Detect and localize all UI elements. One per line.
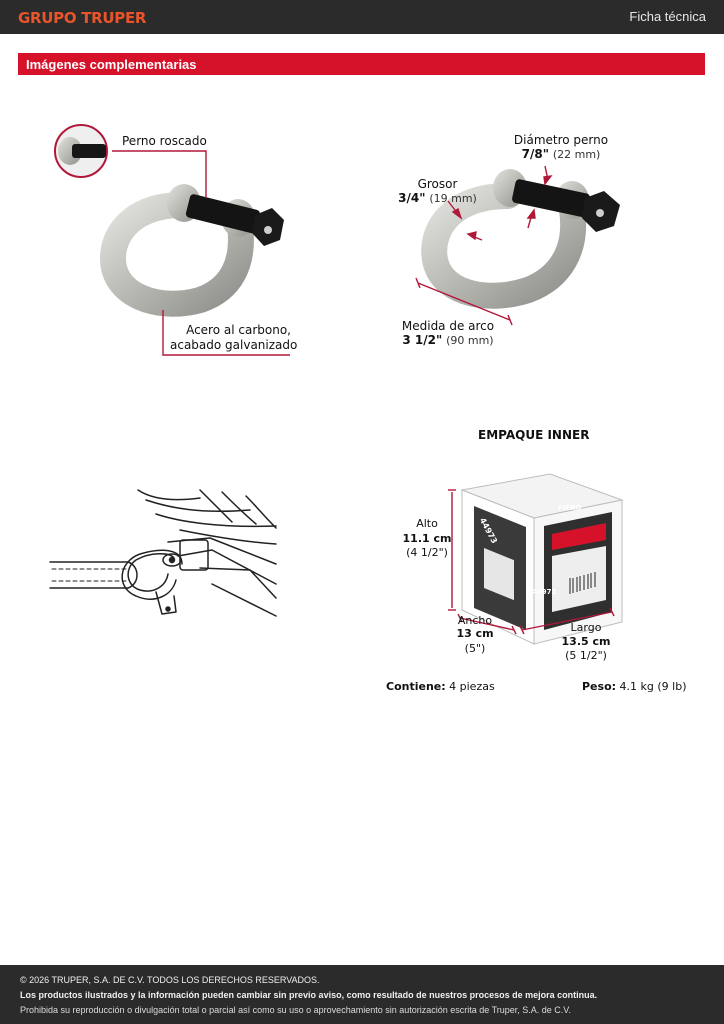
dimension-markers (415, 165, 553, 326)
document-type: Ficha técnica (629, 9, 706, 24)
pin-detail-inset (54, 124, 108, 178)
package-length-label: Largo (570, 621, 602, 634)
callout-line-material (162, 310, 290, 356)
brand-logo: GRUPO TRUPER (18, 9, 147, 27)
footer-prohibition: Prohibida su reproducción o divulgación … (20, 1005, 571, 1015)
arc-label: Medida de arco (401, 319, 495, 333)
box (460, 473, 624, 645)
thickness-value: 3/4" (19 mm) (398, 191, 477, 205)
package-width-imperial: (5") (464, 642, 486, 655)
thickness-label: Grosor (417, 177, 458, 191)
package-height-imperial: (4 1/2") (406, 546, 448, 559)
page-footer: © 2026 TRUPER, S.A. DE C.V. TODOS LOS DE… (0, 965, 724, 1024)
callout-material-line1: Acero al carbono, (186, 323, 291, 337)
package-box-illustration (448, 473, 624, 645)
package-height-label: Alto (416, 517, 438, 530)
package-dimension-lines (448, 489, 615, 635)
pin-diameter-value: 7/8" (22 mm) (521, 147, 601, 161)
box-code-bottom: 44973 (532, 588, 557, 596)
footer-copyright: © 2026 TRUPER, S.A. DE C.V. TODOS LOS DE… (20, 975, 320, 985)
package-contents: Contiene: 4 piezas (386, 680, 495, 693)
package-width-label: Ancho (457, 614, 493, 627)
box-brand: FIERO (558, 504, 582, 512)
package-length-imperial: (5 1/2") (565, 649, 607, 662)
callout-material-line2: acabado galvanizado (170, 338, 298, 352)
callout-line-pin (112, 150, 207, 198)
arc-value: 3 1/2" (90 mm) (402, 333, 494, 347)
package-weight: Peso: 4.1 kg (9 lb) (582, 680, 687, 693)
shackle-photo-right (421, 169, 620, 309)
section-header: Imágenes complementarias (18, 53, 705, 75)
footer-notice: Los productos ilustrados y la informació… (20, 990, 598, 1000)
shackle-feature-illustration (54, 124, 620, 356)
pin-diameter-label: Diámetro perno (513, 133, 609, 147)
section-title: Imágenes complementarias (26, 57, 197, 72)
package-width-value: 13 cm (456, 627, 494, 640)
callout-pin-label: Perno roscado (122, 134, 207, 148)
package-title: EMPAQUE INNER (478, 428, 590, 442)
page-header: GRUPO TRUPER Ficha técnica (0, 0, 724, 34)
shackle-photo-left (100, 184, 284, 317)
package-height-value: 11.1 cm (402, 532, 452, 545)
usage-line-drawing (49, 489, 277, 617)
package-length-value: 13.5 cm (561, 635, 611, 648)
